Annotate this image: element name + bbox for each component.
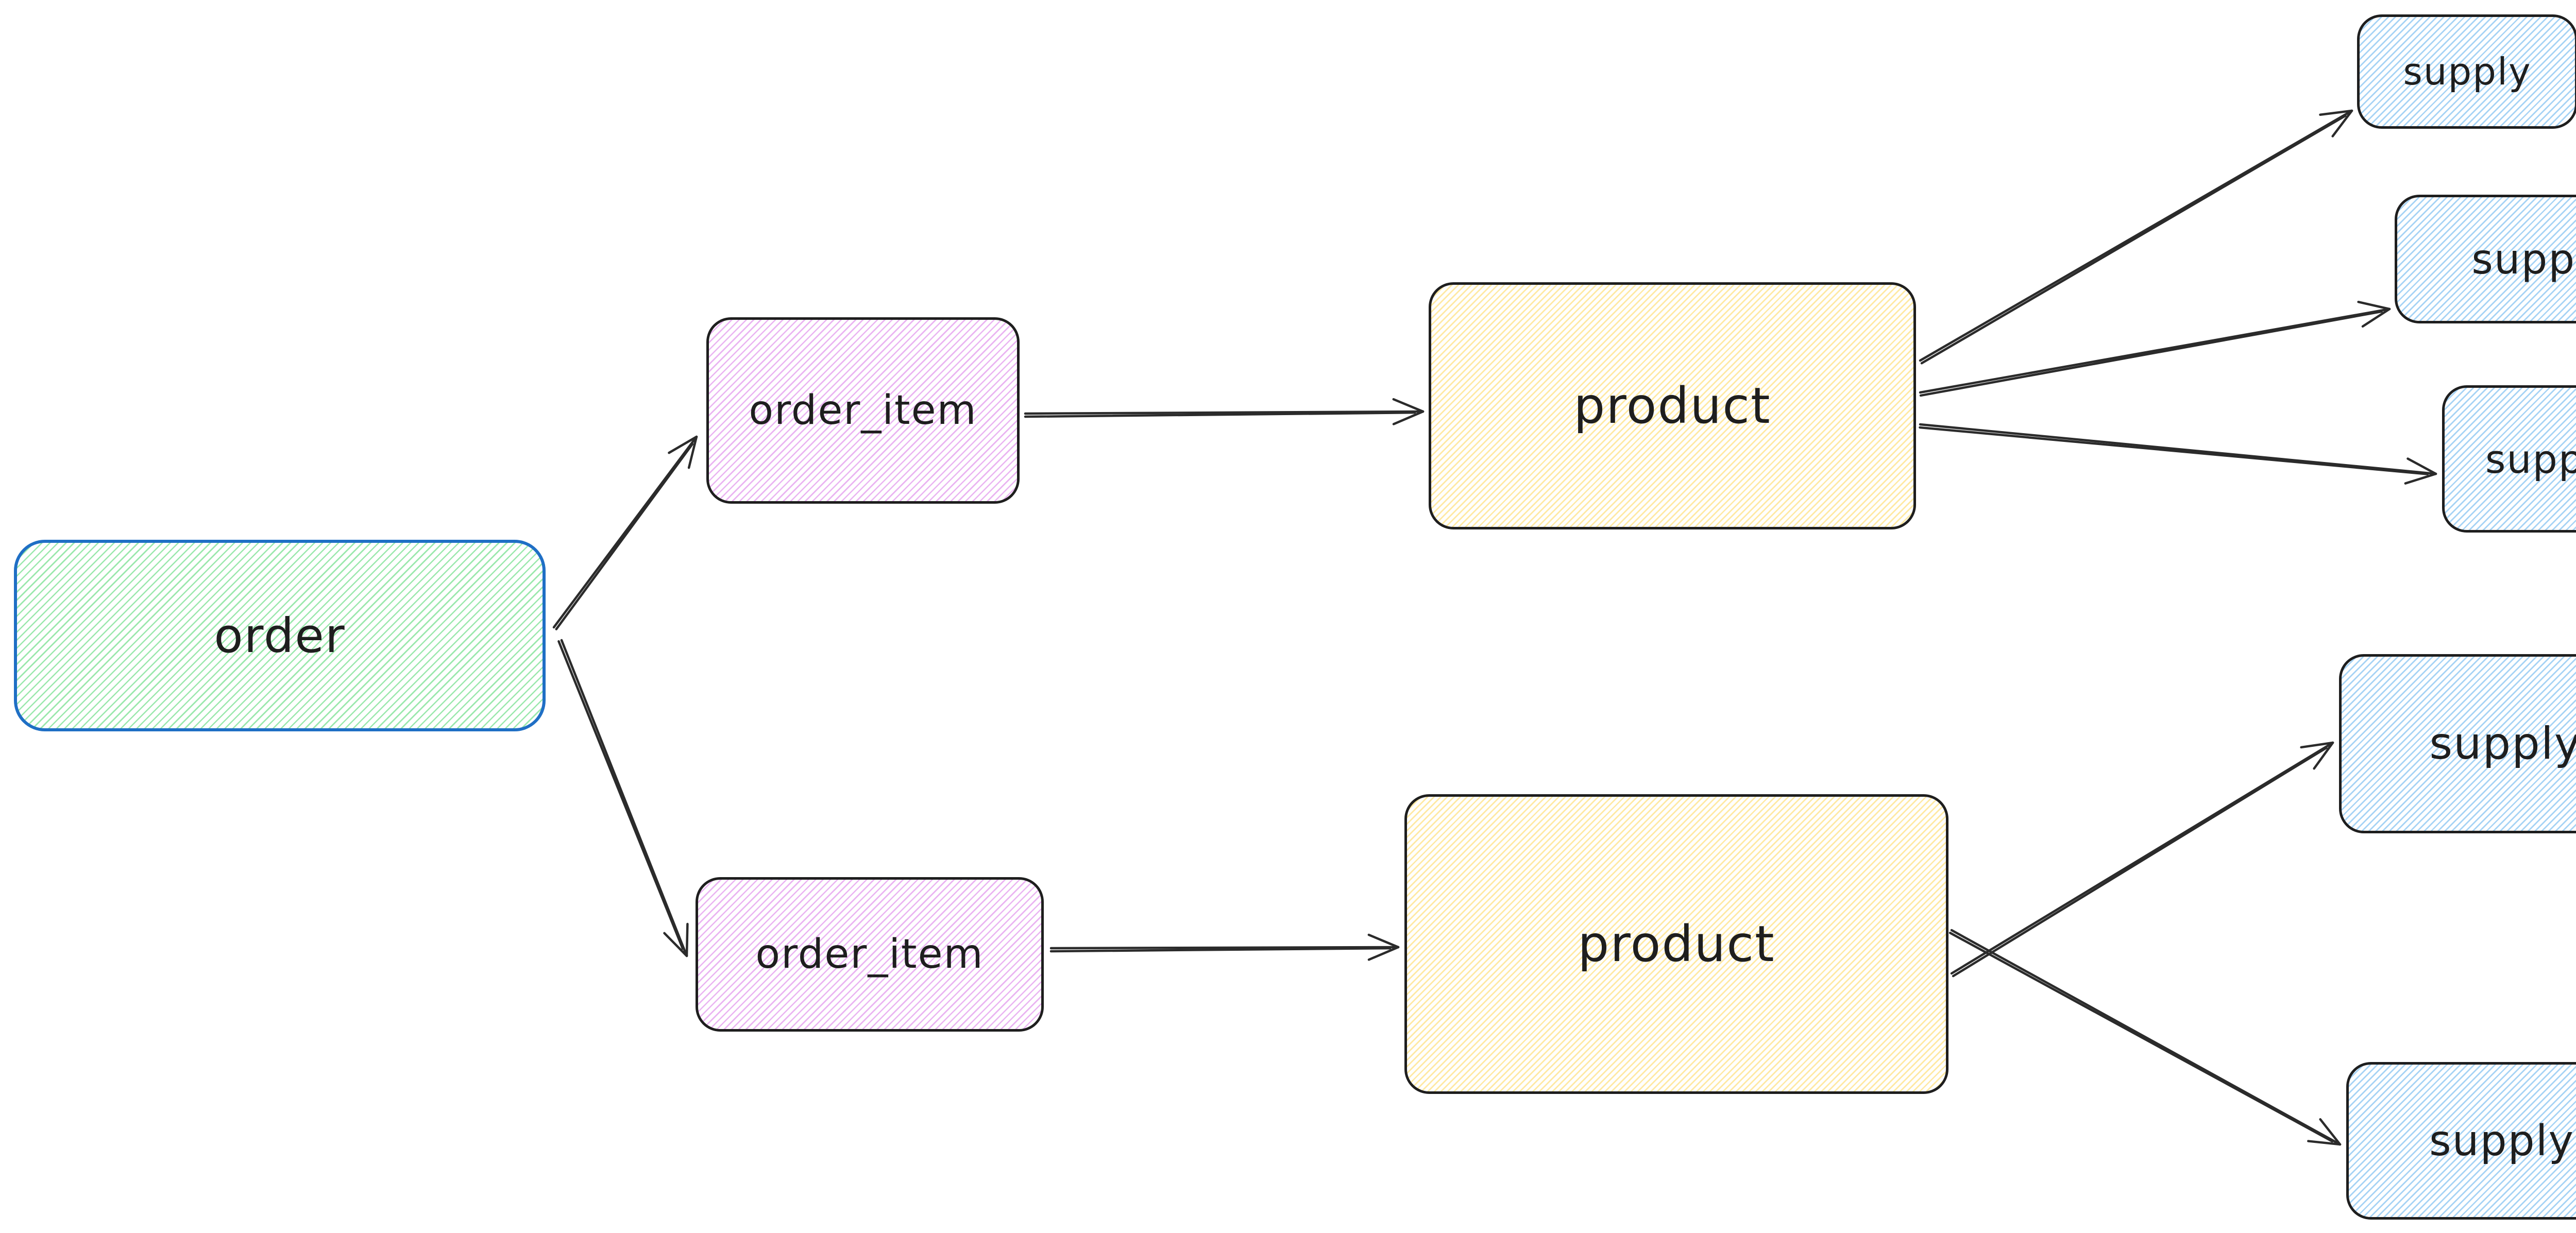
node-supply-1[interactable]: supply [2357, 14, 2576, 129]
node-supply-4[interactable]: supply [2339, 654, 2576, 833]
edge-arrow-product_top-to-supply_2 [1919, 300, 2391, 397]
node-order[interactable]: order [14, 540, 546, 731]
edge-arrow-product_bottom-to-supply_4 [1950, 741, 2334, 978]
edge-arrow-product_top-to-supply_1 [1919, 109, 2353, 365]
node-supply-2[interactable]: supply [2395, 195, 2576, 323]
node-order-item-top-label: order_item [749, 387, 977, 434]
edge-arrow-product_bottom-to-supply_5 [1948, 929, 2342, 1146]
edge-arrow-order_item_top-to-product_top [1024, 398, 1425, 425]
node-supply-1-label: supply [2403, 50, 2532, 93]
node-supply-3[interactable]: supply [2442, 385, 2576, 533]
node-order-label: order [214, 608, 346, 663]
node-supply-2-label: supply [2471, 235, 2576, 283]
edge-arrow-order_item_bottom-to-product_bottom [1049, 933, 1400, 961]
node-order-item-top[interactable]: order_item [706, 317, 1020, 504]
node-supply-5-label: supply [2429, 1116, 2575, 1166]
node-supply-4-label: supply [2429, 718, 2576, 769]
node-product-bottom[interactable]: product [1404, 794, 1948, 1094]
node-product-bottom-label: product [1578, 915, 1775, 973]
node-supply-3-label: supply [2485, 436, 2576, 482]
edge-arrow-order-to-order_item_top [552, 435, 698, 630]
node-order-item-bottom[interactable]: order_item [696, 877, 1044, 1032]
edge-arrow-order-to-order_item_bottom [557, 639, 689, 957]
node-supply-5[interactable]: supply [2346, 1062, 2576, 1220]
node-product-top[interactable]: product [1429, 282, 1916, 529]
node-product-top-label: product [1573, 377, 1771, 435]
edge-arrow-product_top-to-supply_3 [1919, 423, 2437, 485]
node-order-item-bottom-label: order_item [755, 931, 984, 978]
